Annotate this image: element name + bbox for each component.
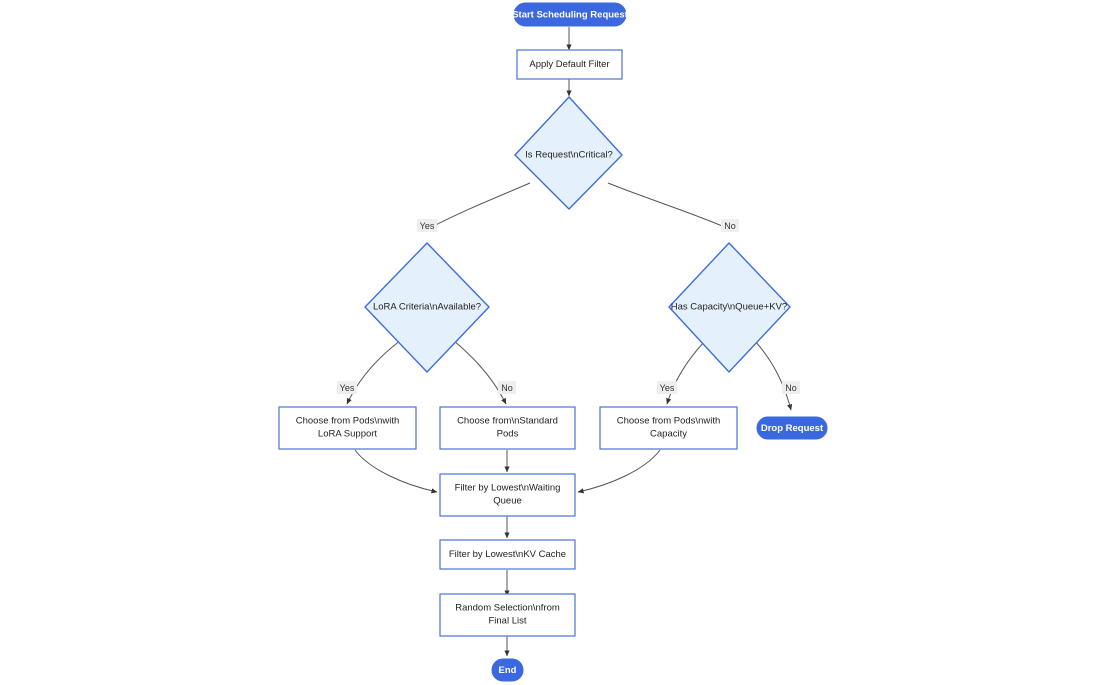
edge-label-critical-no: No	[724, 221, 736, 231]
node-filter-kv-cache[interactable]: Filter by Lowest\nKV Cache	[439, 539, 576, 570]
edge-label-capacity-no: No	[785, 383, 797, 393]
node-random-selection-label-line2: Final List	[488, 616, 526, 627]
node-choose-pods-lora-label-line1: Choose from Pods\nwith	[296, 416, 400, 427]
node-filter-waiting-queue[interactable]: Filter by Lowest\nWaiting Queue	[439, 473, 576, 517]
node-start-shape[interactable]	[513, 2, 627, 27]
node-choose-pods-capacity[interactable]: Choose from Pods\nwith Capacity	[599, 406, 738, 450]
node-filter-kv-cache-shape[interactable]	[439, 539, 576, 570]
node-lora-criteria-available-label: LoRA Criteria\nAvailable?	[373, 302, 481, 313]
edges-layer	[346, 27, 793, 657]
edge-label-bg-capacity-no	[782, 381, 800, 394]
node-is-request-critical[interactable]: Is Request\nCritical?	[514, 95, 623, 210]
edge-lora-criteria-no	[452, 339, 507, 405]
edge-label-critical-yes: Yes	[420, 221, 435, 231]
node-lora-criteria-available-shape[interactable]	[364, 241, 490, 374]
node-choose-pods-lora[interactable]: Choose from Pods\nwith LoRA Support	[278, 406, 417, 450]
edge-is-request-critical-yes	[429, 182, 531, 229]
node-choose-pods-capacity-label-line2: Capacity	[650, 429, 687, 440]
node-choose-pods-lora-label-line2: LoRA Support	[318, 429, 378, 440]
node-start-label: Start Scheduling Request	[512, 10, 628, 21]
edge-has-capacity-no	[754, 340, 793, 411]
node-filter-waiting-queue-label-line2: Queue	[493, 496, 522, 507]
edge-choose-pods-lora-to-filter-waiting-queue	[354, 449, 438, 494]
node-choose-standard-pods[interactable]: Choose from\nStandard Pods	[439, 406, 576, 450]
node-choose-pods-capacity-shape[interactable]	[599, 406, 738, 450]
node-choose-pods-capacity-label-line1: Choose from Pods\nwith	[617, 416, 721, 427]
node-apply-default-filter[interactable]: Apply Default Filter	[516, 49, 623, 80]
edge-label-lora-no: No	[501, 383, 513, 393]
node-choose-standard-pods-shape[interactable]	[439, 406, 576, 450]
edge-label-bg-critical-no	[721, 219, 739, 232]
node-choose-standard-pods-label-line2: Pods	[497, 429, 519, 440]
edge-label-bg-lora-yes	[337, 381, 357, 394]
edge-label-bg-capacity-yes	[657, 381, 677, 394]
node-drop-request[interactable]: Drop Request	[756, 416, 828, 440]
edge-has-capacity-yes	[666, 340, 706, 405]
node-filter-waiting-queue-label-line1: Filter by Lowest\nWaiting	[455, 483, 561, 494]
edge-label-bg-lora-no	[498, 381, 516, 394]
edge-choose-pods-capacity-to-filter-waiting-queue	[577, 449, 661, 494]
node-random-selection-shape[interactable]	[439, 593, 576, 637]
node-choose-standard-pods-label-line1: Choose from\nStandard	[457, 416, 558, 427]
node-has-capacity[interactable]: Has Capacity\nQueue+KV?	[668, 241, 791, 374]
node-random-selection-label-line1: Random Selection\nfrom	[455, 603, 560, 614]
node-lora-criteria-available[interactable]: LoRA Criteria\nAvailable?	[364, 241, 490, 374]
edge-label-bg-critical-yes	[417, 219, 437, 232]
node-random-selection[interactable]: Random Selection\nfrom Final List	[439, 593, 576, 637]
node-drop-request-shape[interactable]	[756, 416, 828, 440]
node-filter-waiting-queue-shape[interactable]	[439, 473, 576, 517]
node-end-shape[interactable]	[491, 658, 524, 682]
node-is-request-critical-shape[interactable]	[514, 95, 623, 210]
node-filter-kv-cache-label: Filter by Lowest\nKV Cache	[449, 549, 566, 560]
edge-lora-criteria-yes	[346, 339, 402, 405]
node-drop-request-label: Drop Request	[761, 423, 824, 434]
node-is-request-critical-label: Is Request\nCritical?	[525, 150, 613, 161]
node-end-label: End	[499, 665, 517, 676]
node-end[interactable]: End	[491, 658, 524, 682]
edge-labels-layer: Yes No Yes No Yes No	[337, 219, 800, 394]
node-apply-default-filter-label: Apply Default Filter	[529, 59, 609, 70]
node-start[interactable]: Start Scheduling Request	[512, 2, 629, 27]
node-has-capacity-shape[interactable]	[668, 241, 791, 374]
node-has-capacity-label: Has Capacity\nQueue+KV?	[671, 302, 787, 313]
edge-is-request-critical-no	[607, 182, 728, 229]
edge-label-lora-yes: Yes	[340, 383, 355, 393]
node-apply-default-filter-shape[interactable]	[516, 49, 623, 80]
edge-label-capacity-yes: Yes	[660, 383, 675, 393]
node-choose-pods-lora-shape[interactable]	[278, 406, 417, 450]
